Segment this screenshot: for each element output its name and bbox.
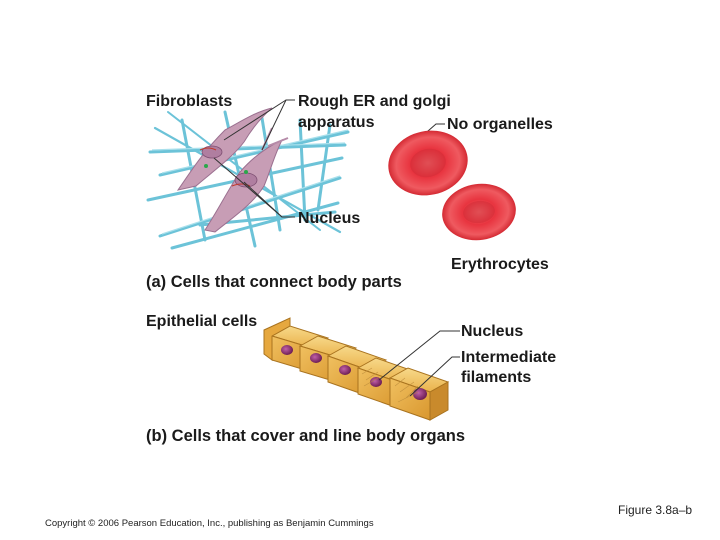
panel-a-caption: (a) Cells that connect body parts (146, 273, 402, 291)
epithelial-nuclei (281, 345, 427, 400)
fiber-mesh-highlights (151, 129, 349, 235)
leader-lines-b (378, 330, 460, 397)
nucleus-marker-dots (204, 164, 248, 174)
intermediate-filaments-label-line2: filaments (461, 369, 532, 386)
no-organelles-label: No organelles (447, 116, 553, 133)
leader-lines-a (213, 99, 445, 218)
panel-b-caption: (b) Cells that cover and line body organ… (146, 427, 466, 445)
copyright-notice: Copyright © 2006 Pearson Education, Inc.… (45, 518, 374, 529)
epithelial-cells-label: Epithelial cells (146, 313, 258, 330)
fibroblasts-label: Fibroblasts (146, 93, 233, 110)
intermediate-filaments-label-line1: Intermediate (461, 349, 557, 366)
rough-er-label-line2: apparatus (298, 114, 375, 131)
epithelial-sheet (263, 317, 450, 421)
erythrocyte-lower (442, 183, 516, 241)
fibroblast-nucleus-label: Nucleus (298, 210, 361, 227)
epithelial-nucleus-label: Nucleus (461, 323, 524, 340)
erythrocyte-upper (388, 130, 468, 196)
erythrocytes-label: Erythrocytes (451, 256, 549, 273)
figure-number: Figure 3.8a–b (618, 503, 693, 517)
fibroblast-cell-upper (176, 107, 273, 191)
rough-er-label-line1: Rough ER and golgi (298, 93, 451, 110)
intermediate-filaments (361, 367, 419, 403)
